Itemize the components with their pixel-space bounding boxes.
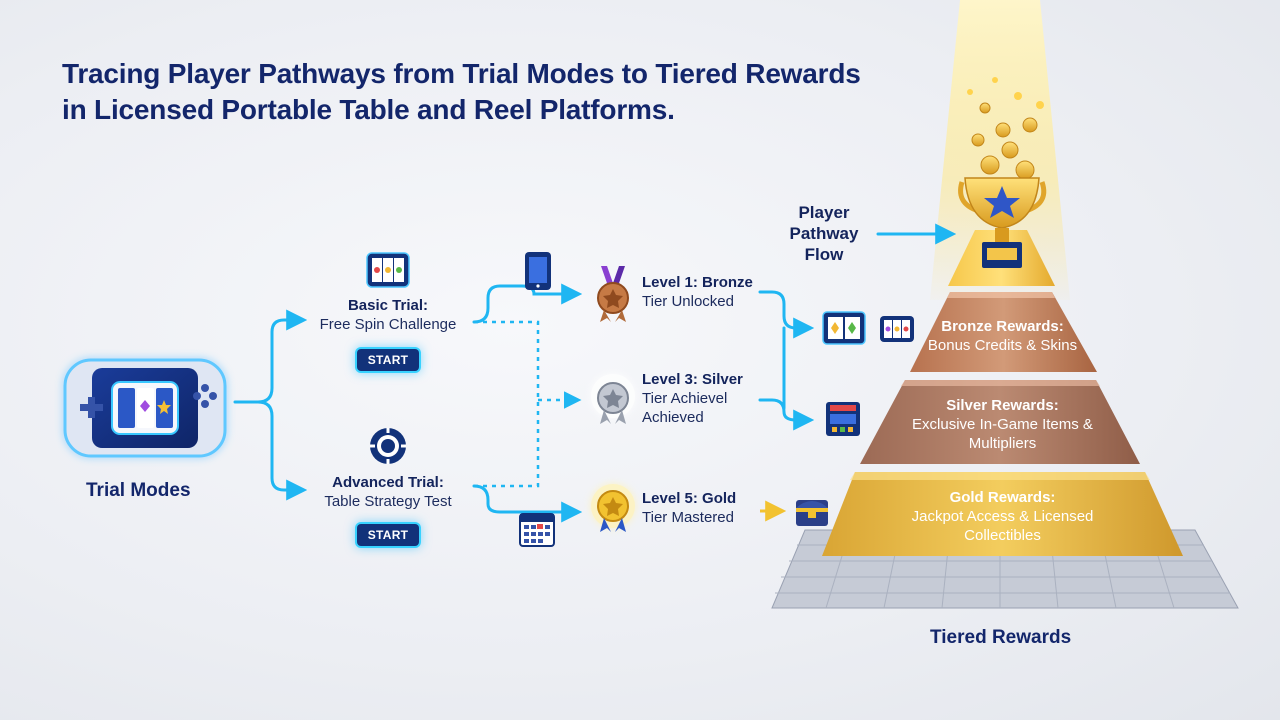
bronze-medal-icon [597, 266, 629, 322]
level-3-subtitle: Tier Achievel [642, 390, 728, 407]
level-1-title: Level 1: Bronze [642, 274, 753, 291]
gold-rewards-line-1: Jackpot Access & Licensed [911, 508, 1094, 525]
slot-machine-icon [822, 311, 866, 345]
basic-trial-subtitle: Free Spin Challenge [319, 316, 457, 333]
page-title-line-2: in Licensed Portable Table and Reel Plat… [62, 94, 675, 125]
level-1-subtitle: Tier Unlocked [642, 293, 734, 310]
gold-rewards-text: Gold Rewards: Jackpot Access & Licensed … [870, 488, 1135, 545]
spotlight-beam [930, 0, 1070, 300]
advanced-trial-block: Advanced Trial: Table Strategy Test [304, 473, 472, 511]
dashed-connectors [474, 320, 582, 488]
advanced-trial-start-button[interactable]: START [357, 524, 419, 546]
level-5-subtitle: Tier Mastered [642, 509, 734, 526]
trial-modes-label: Trial Modes [86, 480, 191, 501]
advanced-trial-subtitle: Table Strategy Test [324, 493, 452, 510]
gold-rewards-line-2: Collectibles [964, 527, 1041, 544]
tiered-rewards-label: Tiered Rewards [930, 627, 1072, 648]
reward-pyramid [822, 230, 1183, 556]
gold-rewards-title: Gold Rewards: [949, 489, 1056, 506]
slot-machine-icon [366, 252, 410, 288]
poker-chip-icon [370, 428, 406, 464]
trophy-icon [958, 77, 1047, 268]
arcade-machine-icon [826, 402, 860, 436]
level-5-label: Level 5: Gold Tier Mastered [642, 489, 736, 527]
reward-connectors [758, 223, 957, 431]
handheld-console-icon [63, 358, 227, 458]
silver-tier [860, 380, 1140, 464]
basic-trial-start-button[interactable]: START [357, 349, 419, 371]
bronze-tier [910, 292, 1097, 372]
gold-tier [822, 472, 1183, 556]
silver-rewards-text: Silver Rewards: Exclusive In-Game Items … [880, 396, 1125, 453]
silver-medal-icon [591, 374, 635, 424]
bronze-rewards-line-1: Bonus Credits & Skins [927, 337, 1078, 354]
bronze-rewards-title: Bronze Rewards: [941, 318, 1064, 335]
level-3-title: Level 3: Silver [642, 371, 743, 388]
advanced-trial-title: Advanced Trial: [332, 474, 444, 491]
calendar-icon [519, 513, 555, 547]
level-connectors [472, 283, 583, 523]
level-3-extra: Achieved [642, 409, 704, 426]
silver-rewards-line-1: Exclusive In-Game Items & [912, 416, 1093, 433]
page-title-line-1: Tracing Player Pathways from Trial Modes… [62, 58, 861, 89]
level-5-title: Level 5: Gold [642, 490, 737, 507]
tablet-icon [525, 252, 551, 290]
gold-medal-icon [591, 484, 635, 532]
page-title: Tracing Player Pathways from Trial Modes… [62, 56, 962, 128]
player-pathway-flow-label: Player Pathway Flow [776, 202, 872, 265]
basic-trial-block: Basic Trial: Free Spin Challenge [304, 296, 472, 334]
level-1-label: Level 1: Bronze Tier Unlocked [642, 273, 753, 311]
flow-label-line-2: Pathway [789, 224, 859, 243]
bronze-rewards-text: Bronze Rewards: Bonus Credits & Skins [910, 317, 1095, 355]
level-3-label: Level 3: Silver Tier Achievel Achieved [642, 370, 743, 427]
treasure-chest-icon [796, 500, 828, 526]
silver-rewards-title: Silver Rewards: [946, 397, 1059, 414]
flow-label-line-1: Player [798, 203, 850, 222]
trial-connectors [233, 309, 308, 501]
basic-trial-title: Basic Trial: [347, 297, 429, 314]
slot-machine-icon [880, 316, 914, 342]
silver-rewards-line-2: Multipliers [968, 435, 1037, 452]
flow-label-line-3: Flow [804, 245, 844, 264]
